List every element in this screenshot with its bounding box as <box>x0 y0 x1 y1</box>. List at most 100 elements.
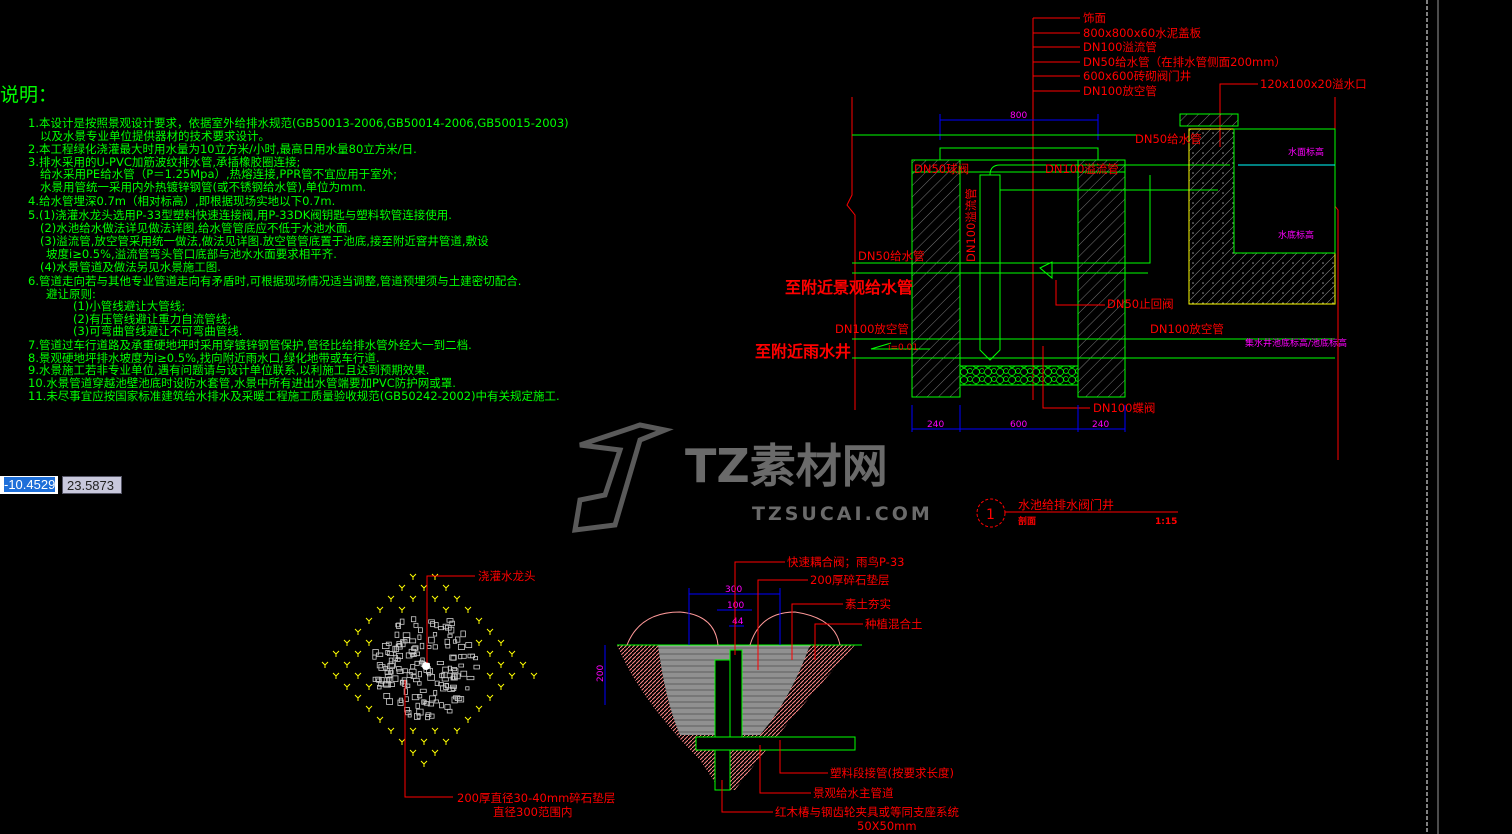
gravel-stone <box>410 664 416 670</box>
stake-size-label: 50X50mm <box>857 819 917 833</box>
planting-symbol <box>420 760 428 767</box>
gravel-stone <box>392 675 399 682</box>
gravel-stone <box>445 624 452 631</box>
planting-symbol <box>431 573 439 580</box>
planting-symbol <box>343 639 351 646</box>
gravel-stone <box>386 651 394 656</box>
gravel-stone <box>396 666 402 672</box>
planting-symbol <box>519 661 527 668</box>
planting-symbol <box>475 617 483 624</box>
planting-symbol <box>508 650 516 657</box>
gravel-stone <box>415 702 420 709</box>
gravel-stone <box>446 672 453 679</box>
watermark: TZ素材网 TZSUCAI.COM <box>571 422 933 533</box>
planting-symbol <box>431 749 439 756</box>
gravel-stone <box>381 643 390 649</box>
planting-symbol <box>409 573 417 580</box>
valve-well-section: 饰面 800x800x60水泥盖板 DN100溢流管 DN50给水管（在排水管侧… <box>755 11 1367 528</box>
planting-symbol <box>409 727 417 734</box>
note-line: 9.水景施工若非专业单位,遇有问题请与设计单位联系,以利施工且达到预期效果. <box>28 363 429 377</box>
planting-symbol <box>365 639 373 646</box>
note-line: (2)有压管线避让重力自流管线; <box>73 312 231 326</box>
gravel-stone <box>395 622 401 628</box>
dn100-overflow-vertical-label: DN100溢流管 <box>964 188 978 262</box>
gravel-stone <box>422 699 427 704</box>
planting-symbol <box>365 705 373 712</box>
hydrant-label: 浇灌水龙头 <box>478 569 536 583</box>
gravel-stone <box>407 713 412 718</box>
gravel-stone <box>417 681 422 686</box>
gravel-stone <box>439 702 444 709</box>
coordinate-x-value[interactable]: -10.4529 <box>4 477 56 492</box>
gravel-stones <box>372 616 480 721</box>
planting-symbol <box>354 650 362 657</box>
coordinate-x-input[interactable]: -10.4529 <box>0 476 58 494</box>
planting-symbol <box>475 639 483 646</box>
gravel-stone <box>428 636 435 644</box>
planting-symbol <box>332 650 340 657</box>
gravel-stone <box>419 688 427 693</box>
planting-symbol <box>376 606 384 613</box>
gravel-stone <box>377 684 382 690</box>
planting-symbol <box>497 683 505 690</box>
watermark-url: TZSUCAI.COM <box>752 503 933 525</box>
detail-scale: 1:15 <box>1155 517 1177 527</box>
gravel-stone <box>434 622 439 629</box>
design-notes: 说明： 1.本设计是按照景观设计要求，依据室外给排水规范(GB50013-200… <box>0 84 569 403</box>
pool-bottom-label: 水底标高 <box>1278 229 1314 241</box>
gravel-stone <box>429 695 436 702</box>
coordinate-y-input[interactable]: 23.5873 <box>62 476 122 494</box>
coupling-valve-label: 快速耦合阀；雨鸟P-33 <box>787 555 904 569</box>
gravel-stone <box>409 638 417 644</box>
note-line: 7.管道过车行道路及承重硬地坪时采用穿镀锌钢管保护,管径比给排水管外经大一到二档… <box>28 338 472 352</box>
leader-overflow: DN100溢流管 <box>1083 40 1157 54</box>
gravel-stone <box>426 644 432 649</box>
stake-label: 红木椿与钢齿轮夹具或等同支座系统 <box>775 805 959 819</box>
gravel-stone <box>376 678 382 683</box>
detail-title: 水池给排水阀门井 <box>1018 497 1114 512</box>
planting-symbol <box>387 595 395 602</box>
gravel-stone <box>450 684 457 689</box>
gravel-stone <box>449 654 457 661</box>
to-supply-label: 至附近景观给水管 <box>785 278 913 297</box>
note-line: 1.本设计是按照景观设计要求，依据室外给排水规范(GB50013-2006,GB… <box>28 116 569 130</box>
gravel-stone <box>406 672 413 678</box>
gravel-stone <box>400 639 408 644</box>
gravel-stone <box>408 648 417 655</box>
drain-left-label: DN100放空管 <box>835 322 909 336</box>
gravel-stone <box>418 627 423 634</box>
note-line: 给水采用PE给水管（P＝1.25Mpa）,热熔连接,PPR管不宜应用于室外; <box>40 167 397 181</box>
planting-symbol <box>431 727 439 734</box>
gravel-stone <box>386 698 393 705</box>
dn50-supply-left-label: DN50给水管 <box>858 249 925 263</box>
planting-symbol <box>464 606 472 613</box>
gravel-stone <box>413 622 419 628</box>
gravel-stone <box>447 665 453 671</box>
dim-300: 300 <box>725 585 742 595</box>
planting-symbol <box>486 672 494 679</box>
gravel-stone <box>414 713 421 720</box>
gravel-stone <box>441 677 449 682</box>
gravel-stone <box>465 686 470 691</box>
dim-600: 600 <box>1010 420 1027 430</box>
gravel-stone <box>470 653 475 659</box>
planting-symbol <box>497 661 505 668</box>
gravel-stone <box>376 662 383 669</box>
planting-symbol <box>420 584 428 591</box>
gravel-stone <box>388 657 394 665</box>
hydrant-icon <box>422 662 430 670</box>
planting-symbol <box>453 595 461 602</box>
planting-symbol <box>442 584 450 591</box>
check-valve-label: DN50止回阀 <box>1107 297 1174 311</box>
water-level-label: 水面标高 <box>1288 146 1324 158</box>
gravel-stone <box>414 660 420 666</box>
gravel-stone <box>396 640 403 648</box>
gravel-stone <box>417 694 423 699</box>
gravel-stone <box>458 654 463 660</box>
planting-symbol <box>475 705 483 712</box>
detail-subtitle: 剖面 <box>1018 515 1036 527</box>
gravel-stone <box>417 634 422 640</box>
planting-symbol <box>442 738 450 745</box>
gravel-stone <box>397 699 404 706</box>
